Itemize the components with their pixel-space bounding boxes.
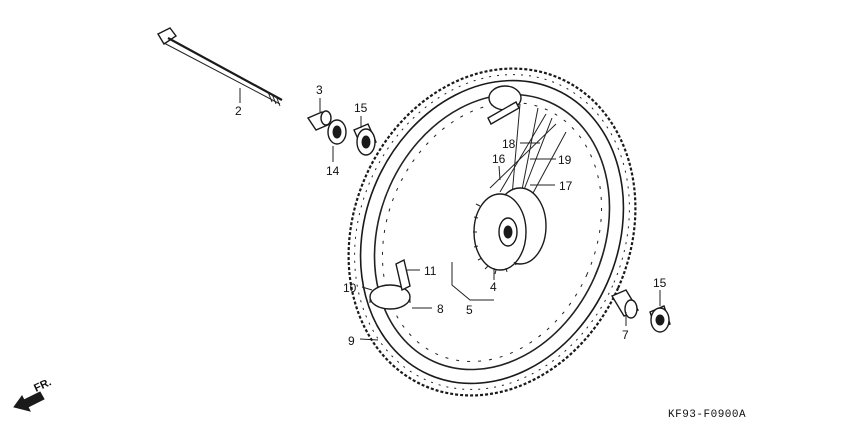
rim-strip-part-11 xyxy=(395,258,411,292)
rim-band-part-10 xyxy=(369,284,411,310)
leader-5 xyxy=(451,262,494,301)
bearing-part-15 xyxy=(353,123,377,156)
callout-19: 19 xyxy=(558,153,572,167)
collar-part-7 xyxy=(610,289,640,319)
callout-18: 18 xyxy=(502,137,516,151)
callout-7: 7 xyxy=(622,328,629,342)
callout-2: 2 xyxy=(235,104,242,118)
leader-10 xyxy=(361,286,373,291)
hub-part-4 xyxy=(473,187,547,275)
callout-14: 14 xyxy=(326,164,340,178)
diagram-code: KF93-F0900A xyxy=(668,409,746,421)
front-axle xyxy=(157,27,283,107)
callout-15b: 15 xyxy=(653,276,667,290)
leader-9 xyxy=(359,338,379,341)
callout-8: 8 xyxy=(437,302,444,316)
callout-16: 16 xyxy=(492,152,506,166)
callout-3: 3 xyxy=(316,83,323,97)
callout-9: 9 xyxy=(348,334,355,348)
front-label: FR. xyxy=(32,376,53,394)
rim-band-top xyxy=(487,85,522,125)
callout-5: 5 xyxy=(466,303,473,317)
callout-17: 17 xyxy=(559,179,573,193)
callout-11: 11 xyxy=(424,264,437,278)
wheel-rim xyxy=(373,93,611,371)
leader-16 xyxy=(498,165,501,181)
callout-15a: 15 xyxy=(354,101,368,115)
collar-part-3 xyxy=(306,110,332,131)
bearing-part-15-right xyxy=(649,305,671,333)
callout-4: 4 xyxy=(490,280,497,294)
front-direction-arrow-icon xyxy=(13,391,45,412)
dust-seal-part-14 xyxy=(327,119,347,145)
callout-10: 10 xyxy=(343,281,357,295)
